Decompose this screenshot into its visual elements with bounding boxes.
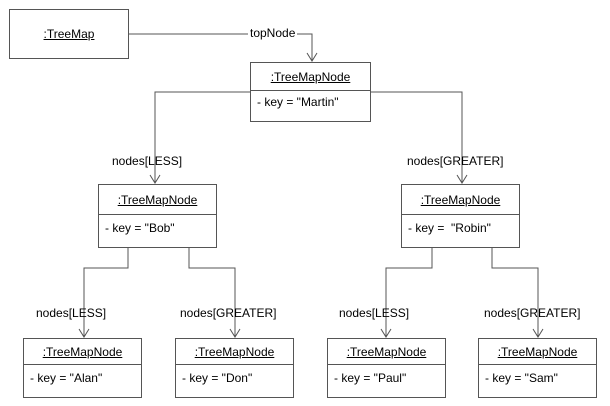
label-root-less: nodes[LESS] <box>112 154 183 168</box>
compartment-divider <box>251 90 370 91</box>
object-name: :TreeMapNode <box>346 345 427 359</box>
tree-map-object[interactable]: :TreeMap <box>9 9 129 59</box>
object-name: :TreeMapNode <box>42 345 123 359</box>
arrowhead-top-node <box>306 52 318 62</box>
link-top-node <box>129 33 313 61</box>
attribute-key: - key = "Martin" <box>257 95 339 109</box>
compartment-divider <box>479 364 596 365</box>
object-name: :TreeMapNode <box>117 193 198 207</box>
attribute-key: - key = "Sam" <box>485 371 558 385</box>
link-robin-greater <box>491 248 539 337</box>
arrowhead-bob-less <box>78 328 90 338</box>
label-root-greater: nodes[GREATER] <box>407 154 504 168</box>
object-name: :TreeMapNode <box>270 70 351 84</box>
object-name: :TreeMapNode <box>420 193 501 207</box>
link-bob-greater <box>188 248 236 337</box>
link-root-greater <box>371 91 463 183</box>
node-bob[interactable]: :TreeMapNode - key = "Bob" <box>98 184 217 248</box>
arrowhead-root-greater <box>456 174 468 184</box>
attribute-key: - key = "Bob" <box>105 221 175 235</box>
attribute-key: - key = "Robin" <box>408 221 491 235</box>
link-root-less <box>154 91 250 183</box>
arrowhead-robin-greater <box>532 328 544 338</box>
link-robin-less <box>385 248 433 337</box>
link-bob-less <box>83 248 129 337</box>
label-top-node: topNode <box>248 26 298 40</box>
arrowhead-robin-less <box>380 328 392 338</box>
label-robin-greater: nodes[GREATER] <box>484 306 581 320</box>
object-name: :TreeMap <box>43 27 95 41</box>
attribute-key: - key = "Don" <box>182 371 253 385</box>
attribute-key: - key = "Alan" <box>30 371 103 385</box>
arrowhead-bob-greater <box>229 328 241 338</box>
compartment-divider <box>328 364 445 365</box>
node-sam[interactable]: :TreeMapNode - key = "Sam" <box>478 338 597 398</box>
attribute-key: - key = "Paul" <box>334 371 407 385</box>
compartment-divider <box>176 364 293 365</box>
node-root[interactable]: :TreeMapNode - key = "Martin" <box>250 62 371 122</box>
node-alan[interactable]: :TreeMapNode - key = "Alan" <box>23 338 142 398</box>
node-robin[interactable]: :TreeMapNode - key = "Robin" <box>401 184 520 248</box>
compartment-divider <box>99 214 216 215</box>
label-bob-greater: nodes[GREATER] <box>180 306 277 320</box>
node-paul[interactable]: :TreeMapNode - key = "Paul" <box>327 338 446 398</box>
compartment-divider <box>402 214 519 215</box>
object-name: :TreeMapNode <box>194 345 275 359</box>
label-robin-less: nodes[LESS] <box>339 306 410 320</box>
arrowhead-root-less <box>149 174 161 184</box>
label-bob-less: nodes[LESS] <box>36 306 107 320</box>
node-don[interactable]: :TreeMapNode - key = "Don" <box>175 338 294 398</box>
object-name: :TreeMapNode <box>497 345 578 359</box>
compartment-divider <box>24 364 141 365</box>
